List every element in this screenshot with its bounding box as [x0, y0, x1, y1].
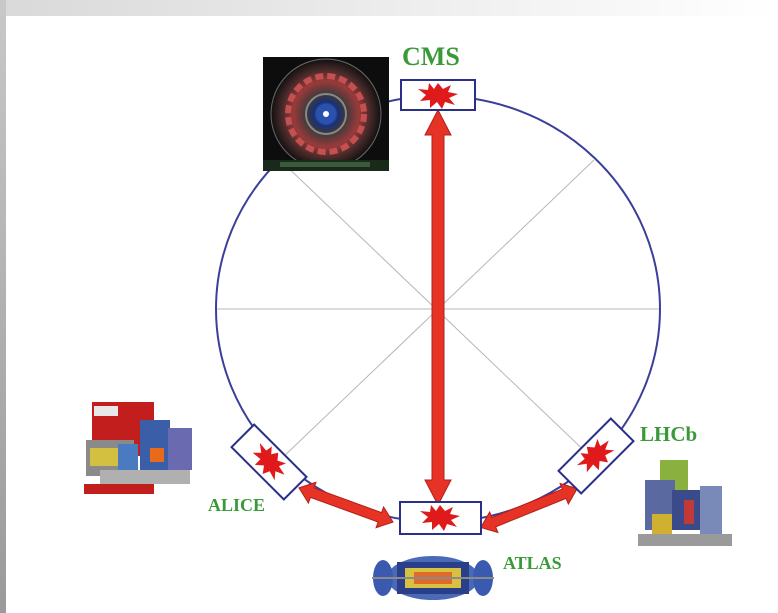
atlas-detector-image [372, 548, 494, 608]
collision-burst-icon [252, 442, 286, 481]
cms-label: CMS [402, 42, 460, 71]
top-shade [0, 0, 778, 16]
alice-detector-image [80, 395, 200, 510]
lhcb-detector-image [628, 455, 738, 555]
arrow-alice-atlas [298, 481, 394, 529]
collision-arrows [298, 108, 578, 534]
lhcb-label: LHCb [640, 422, 698, 446]
collision-burst-icon [420, 505, 460, 531]
ip-box-cms [400, 79, 476, 111]
cms-detector-photo [263, 57, 389, 171]
atlas-label: ATLAS [503, 553, 562, 573]
collision-burst-icon [418, 83, 458, 109]
ip-box-lhcb [557, 417, 635, 495]
ip-box-alice [230, 423, 308, 501]
left-shade [0, 0, 6, 613]
arrow-atlas-lhcb [480, 482, 578, 534]
ip-box-atlas [399, 501, 482, 535]
collision-burst-icon [576, 439, 615, 473]
arrow-cms-atlas [424, 108, 452, 507]
alice-label: ALICE [208, 495, 266, 515]
